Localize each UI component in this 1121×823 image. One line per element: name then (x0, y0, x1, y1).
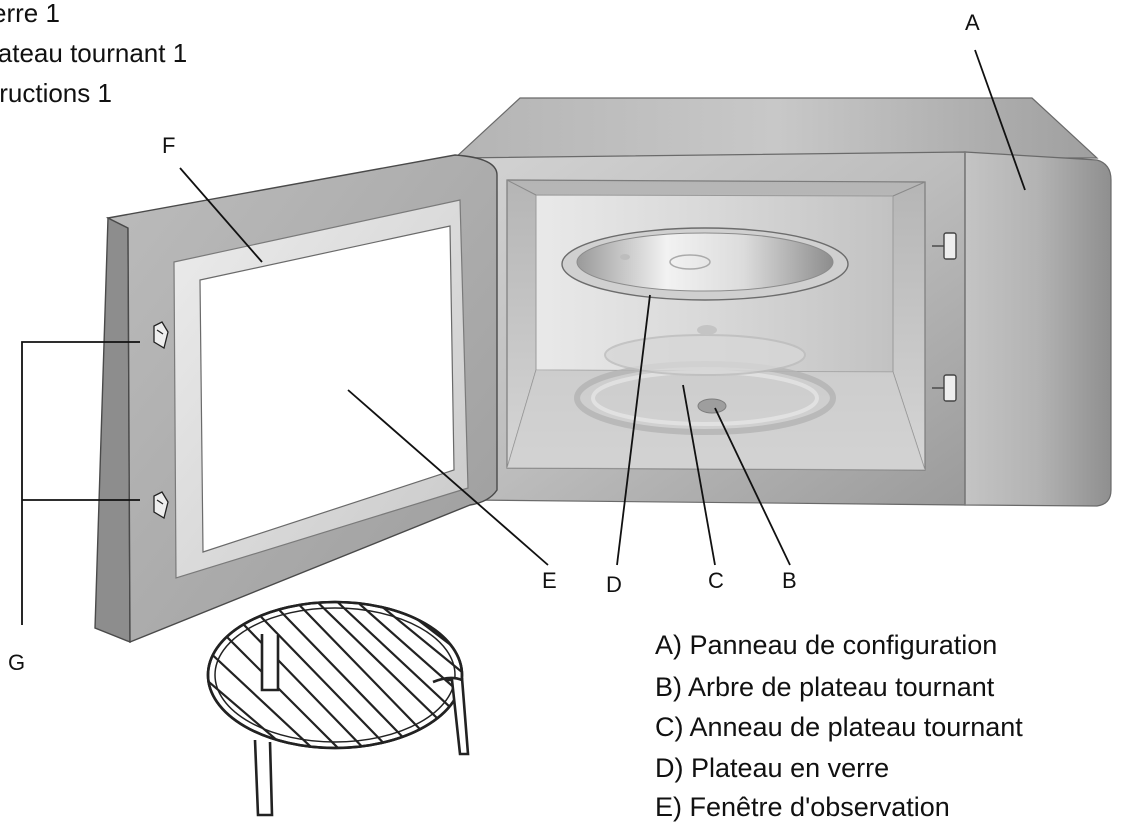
legend-item-b: B) Arbre de plateau tournant (655, 672, 995, 702)
door-side-edge (94, 216, 131, 644)
legend-item-a: A) Panneau de configuration (655, 630, 998, 660)
header-line-3: tructions 1 (0, 78, 112, 108)
door (94, 154, 498, 644)
leader-c (682, 384, 716, 566)
door-hook-top (153, 321, 169, 350)
latch-slot-bottom (932, 374, 957, 402)
leader-a (974, 49, 1026, 191)
glass-plate (561, 227, 849, 301)
header-line-1: erre 1 (0, 0, 60, 28)
callout-f: F (162, 133, 176, 158)
callout-g: G (8, 650, 26, 675)
callout-a: A (965, 10, 980, 35)
turntable-ring (574, 325, 836, 435)
latch-slot-top (932, 232, 957, 260)
turntable-shaft (697, 398, 727, 414)
callout-d: D (606, 572, 622, 597)
header-line-2: lateau tournant 1 (0, 38, 188, 68)
legend-item-c: C) Anneau de plateau tournant (655, 712, 1023, 742)
leader-f (179, 167, 263, 263)
body-top (453, 97, 1099, 159)
microwave-body (453, 97, 1112, 507)
legend-item-d: D) Plateau en verre (655, 753, 890, 783)
leader-e (347, 389, 549, 566)
callout-b: B (782, 568, 797, 593)
control-panel (964, 151, 1112, 507)
legend-item-e: E) Fenêtre d'observation (655, 792, 950, 822)
observation-window (199, 225, 455, 553)
leader-d (616, 294, 651, 566)
callout-c: C (708, 568, 724, 593)
grill-rack (206, 600, 470, 817)
leader-b (714, 407, 791, 566)
callout-e: E (542, 568, 557, 593)
door-hook-bottom (153, 491, 169, 520)
leader-g (21, 341, 140, 625)
